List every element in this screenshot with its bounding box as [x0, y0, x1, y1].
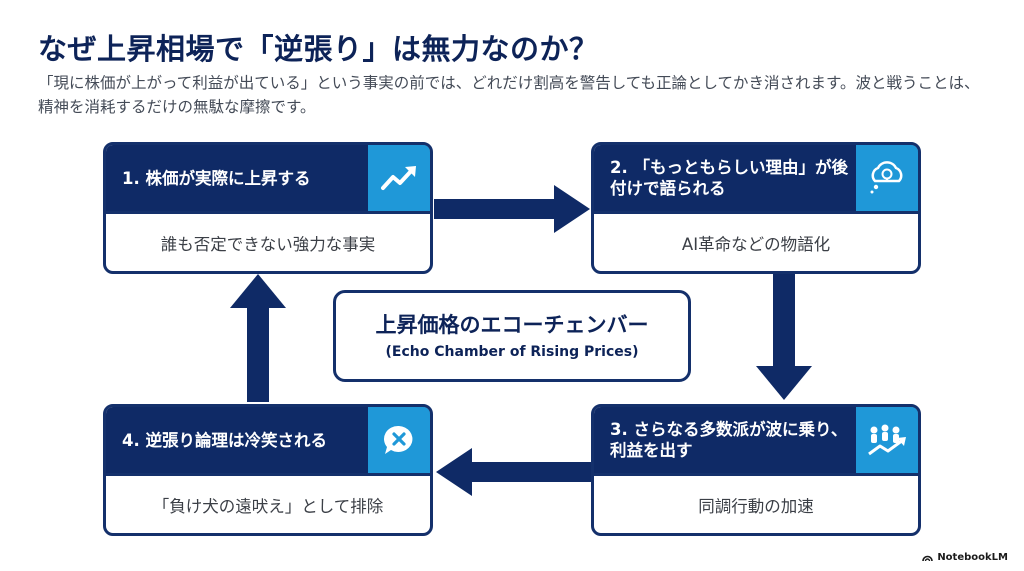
step-card-3-heading: 3. さらなる多数派が波に乗り、利益を出す — [610, 420, 848, 460]
step-card-1-body: 誰も否定できない強力な事実 — [160, 234, 376, 254]
step-card-3-header: 3. さらなる多数派が波に乗り、利益を出す — [594, 407, 918, 476]
step-card-4: 4. 逆張り論理は冷笑される 「負け犬の遠吠え」として排除 — [103, 404, 433, 536]
notebooklm-logo-icon — [922, 555, 934, 562]
center-label-box: 上昇価格のエコーチェンバー (Echo Chamber of Rising Pr… — [333, 290, 691, 382]
step-card-1-header: 1. 株価が実際に上昇する — [106, 145, 430, 214]
arrow-up-left — [230, 274, 286, 402]
page-subtitle: 「現に株価が上がって利益が出ている」という事実の前では、どれだけ割高を警告しても… — [38, 74, 980, 116]
center-subtitle-en: (Echo Chamber of Rising Prices) — [385, 344, 639, 360]
step-card-3-body: 同調行動の加速 — [698, 496, 814, 516]
center-title: 上昇価格のエコーチェンバー — [375, 313, 649, 337]
step-card-4-header: 4. 逆張り論理は冷笑される — [106, 407, 430, 476]
step-card-1-heading: 1. 株価が実際に上昇する — [122, 168, 311, 188]
step-card-4-body: 「負け犬の遠吠え」として排除 — [152, 496, 384, 516]
step-card-2-body: AI革命などの物語化 — [681, 234, 831, 254]
trending-up-icon — [368, 145, 430, 211]
arrow-right-top — [434, 185, 590, 233]
page-title: なぜ上昇相場で「逆張り」は無力なのか？ — [38, 32, 599, 66]
arrow-left-bottom — [436, 448, 591, 496]
lightbulb-thought-icon — [856, 145, 918, 211]
crowd-growth-icon — [856, 407, 918, 473]
step-card-2-header: 2. 「もっともらしい理由」が後付けで語られる — [594, 145, 918, 214]
brand-label: NotebookLM — [937, 552, 1008, 563]
x-speech-bubble-icon — [368, 407, 430, 473]
step-card-2: 2. 「もっともらしい理由」が後付けで語られる AI革命などの物語化 — [591, 142, 921, 274]
step-card-1: 1. 株価が実際に上昇する 誰も否定できない強力な事実 — [103, 142, 433, 274]
brand-watermark: NotebookLM — [922, 552, 1008, 563]
step-card-2-heading: 2. 「もっともらしい理由」が後付けで語られる — [610, 158, 848, 198]
arrow-down-right — [756, 272, 812, 400]
step-card-3: 3. さらなる多数派が波に乗り、利益を出す 同調行動の加速 — [591, 404, 921, 536]
step-card-4-heading: 4. 逆張り論理は冷笑される — [122, 430, 327, 450]
